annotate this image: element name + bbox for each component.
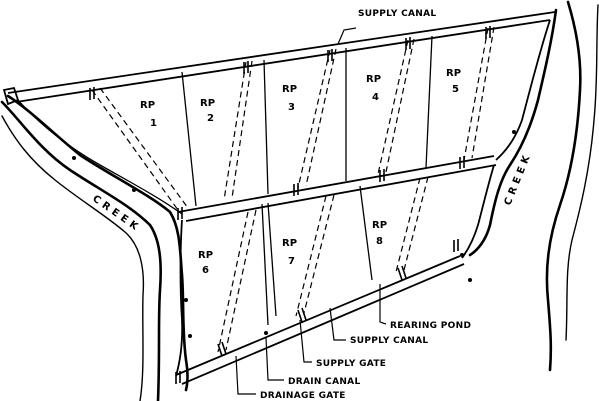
left-lower-boundary [175,219,184,377]
gate-mark [89,87,95,100]
leader-supply-canal-bottom [329,307,346,341]
label-drainage-gate: DRAINAGE GATE [260,391,346,401]
right-bank-edge [565,4,599,341]
left-upper-boundary [17,99,183,215]
pond-number-rp5: 5 [452,84,459,95]
bank-dot [468,278,472,282]
drain-channel-rp2 [223,61,247,201]
gate-mark [293,183,299,196]
pond-label-rp8: RP [372,220,387,231]
bank-dot [460,253,464,257]
divider-rp1-rp2 [181,71,197,207]
label-drain-canal: DRAIN CANAL [288,377,360,387]
gate-mark [297,307,307,323]
gate-mark [485,26,491,39]
drain-channel-rp5-b [471,26,495,159]
drain-canal-line [261,203,269,326]
gate-mark [243,61,249,74]
bank-dot [264,331,268,335]
drain-channel-rp8-b [403,176,429,271]
gate-mark [397,265,407,281]
pond-number-rp7: 7 [288,256,295,267]
drain-channel-rp7 [295,195,327,317]
pond-number-rp2: 2 [207,113,214,124]
right-creek-outer-bank [545,0,582,372]
bank-dot [188,334,192,338]
leader-drain-canal [265,337,284,381]
top-supply-canal-inner [15,19,551,103]
pond-label-rp6: RP [198,250,213,261]
drain-channel-rp1-b [99,87,189,209]
drain-channel-rp7-b [303,194,335,314]
gate-mark [453,239,459,252]
drain-channel-rp3-b [305,48,337,187]
gate-mark [175,371,181,384]
pond-number-rp8: 8 [376,236,383,247]
bank-dot [184,298,188,302]
divider-rp6-rp7 [267,202,277,317]
drain-channel-rp2-b [231,60,253,199]
drain-channel-rp5 [463,27,489,161]
divider-rp7-rp8 [359,185,373,281]
label-rearing-pond: REARING POND [390,321,471,331]
bank-dot [132,188,136,192]
drain-channel-rp8 [395,177,421,273]
lower-supply-canal [175,255,461,376]
bank-dot [72,156,76,160]
divider-rp2-rp3 [263,59,269,195]
leader-supply-canal-top [337,27,357,45]
left-bank-edge [1,115,145,401]
leader-supply-gate [299,319,312,363]
top-canal-left-end [2,86,20,106]
pond-number-rp4: 4 [372,92,379,103]
drain-channel-rp4 [377,39,409,175]
pond-label-rp4: RP [366,74,381,85]
gate-mark [177,207,183,220]
drain-channel-rp6-b [225,209,257,351]
pond-label-rp1: RP [140,100,155,111]
pond-number-rp1: 1 [150,118,157,129]
gate-mark [327,49,333,62]
gate-mark [459,156,465,169]
drain-channel-rp1 [91,89,179,211]
divider-rp4-rp5 [425,35,433,169]
label-supply-canal-bottom: SUPPLY CANAL [350,336,428,346]
right-creek-inner-bank [468,8,558,257]
top-supply-canal [7,11,556,94]
gate-mark [405,37,411,50]
pond-label-rp5: RP [446,68,461,79]
drain-channel-rp4-b [385,38,415,173]
leader-rearing-pond [379,284,387,325]
pond-label-rp2: RP [200,98,215,109]
creek-label-right: CREEK [503,151,534,207]
bank-dot [512,130,516,134]
drain-channel-rp3 [297,49,331,189]
right-upper-boundary [495,19,551,161]
middle-canal-inner [185,164,497,222]
lower-supply-canal-inner [181,263,465,385]
left-creek-outer-bank [0,100,162,401]
gate-mark [379,169,385,182]
middle-canal [177,155,495,213]
leader-drainage-gate [235,355,256,395]
pond-number-rp3: 3 [288,102,295,113]
pond-label-rp3: RP [282,84,297,95]
label-supply-gate: SUPPLY GATE [316,359,386,369]
label-supply-canal-top: SUPPLY CANAL [358,9,436,19]
pond-label-rp7: RP [282,238,297,249]
gate-mark [217,341,227,357]
right-lower-boundary [461,164,495,259]
bank-dots [72,130,516,338]
gate-marks [89,26,491,384]
drain-channel-rp6 [217,211,249,353]
pond-number-rp6: 6 [202,265,209,276]
